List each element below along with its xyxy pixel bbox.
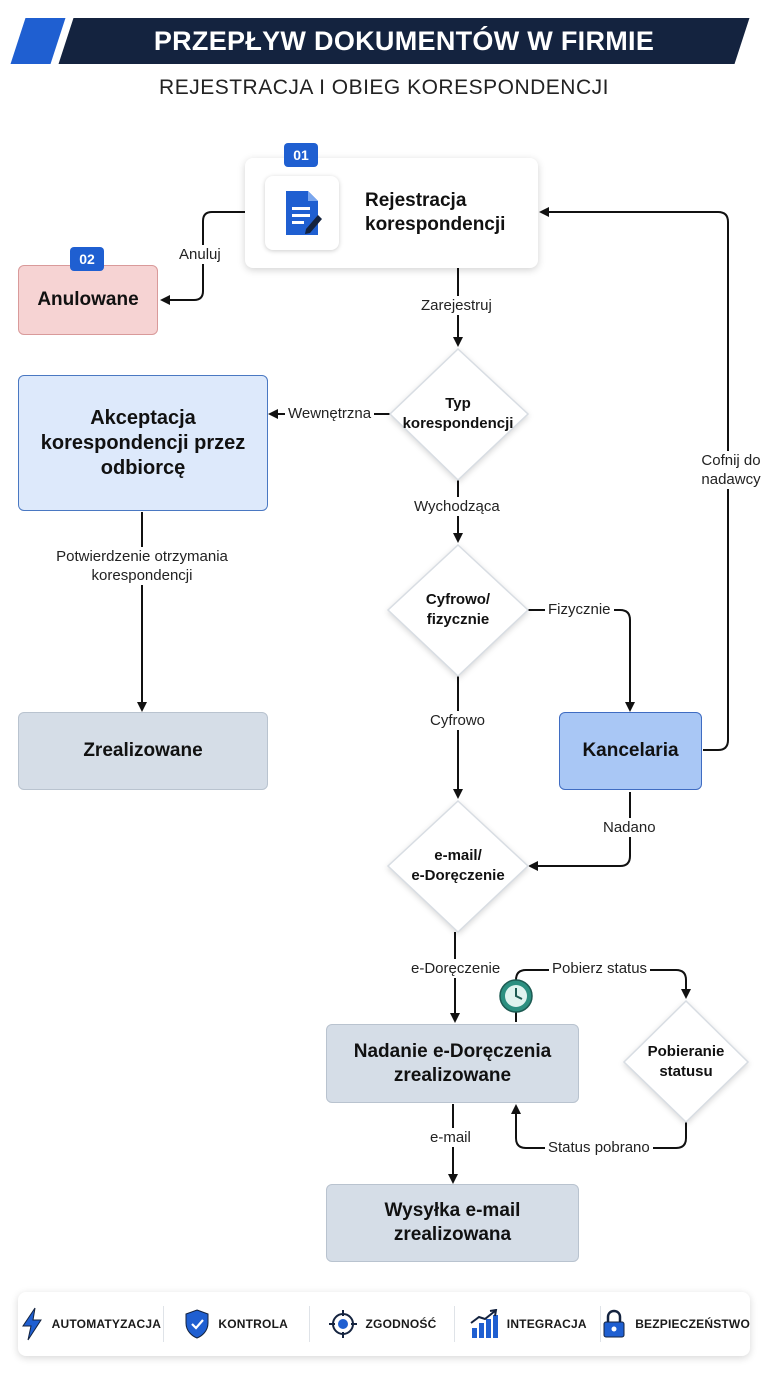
footer-label-integration: INTEGRACJA	[506, 1317, 587, 1331]
badge-01: 01	[284, 143, 318, 167]
edge-label-outgoing: Wychodząca	[411, 497, 503, 516]
edge-label-get-status: Pobierz status	[549, 959, 651, 978]
badge-02: 02	[70, 247, 104, 271]
diamond-digital-physical	[386, 543, 530, 678]
lightning-icon	[21, 1307, 42, 1341]
footer-item-compliance: ZGODNOŚĆ	[310, 1306, 456, 1342]
edge-label-status-fetched: Status pobrano	[545, 1138, 653, 1157]
edge-label-email: e-mail	[427, 1128, 474, 1147]
footer-label-control: KONTROLA	[218, 1317, 288, 1331]
node-digital-physical[interactable]: Cyfrowo/ fizycznie	[425, 591, 491, 628]
node-cancelled[interactable]: Anulowane	[18, 265, 158, 335]
diamond-type	[388, 347, 530, 482]
node-office[interactable]: Kancelaria	[559, 712, 702, 790]
edge-label-internal: Wewnętrzna	[285, 404, 375, 423]
edge-label-physical: Fizycznie	[545, 600, 614, 619]
footer-item-integration: INTEGRACJA	[455, 1306, 602, 1342]
footer-features: AUTOMATYZACJA KONTROLA ZGODNOŚĆ INTEGRAC…	[18, 1292, 750, 1356]
diamond-status	[622, 999, 750, 1124]
node-completed[interactable]: Zrealizowane	[18, 712, 268, 790]
page-subtitle: REJESTRACJA I OBIEG KORESPONDENCJI	[159, 76, 609, 99]
footer-label-automation: AUTOMATYZACJA	[51, 1317, 162, 1331]
node-registration-label: Rejestracja korespondencji	[365, 190, 506, 235]
node-acceptance[interactable]: Akceptacja korespondencji przez odbiorcę	[18, 375, 268, 511]
edge-label-digital: Cyfrowo	[427, 711, 489, 730]
edge-sent	[528, 792, 631, 871]
edge-label-sent: Nadano	[600, 818, 659, 837]
node-registration[interactable]: Rejestracja korespondencji	[245, 158, 538, 268]
node-status-fetch[interactable]: Pobieranie statusu	[647, 1043, 725, 1080]
target-icon	[328, 1310, 357, 1338]
edge-physical	[528, 609, 635, 712]
page-title: PRZEPŁYW DOKUMENTÓW W FIRMIE	[153, 26, 655, 56]
clock-icon	[499, 979, 533, 1013]
edge-label-register: Zarejestruj	[418, 296, 495, 315]
node-email-done[interactable]: Wysyłka e-mail zrealizowana	[326, 1184, 579, 1262]
shield-check-icon	[185, 1309, 209, 1339]
footer-label-security: BEZPIECZEŃSTWO	[635, 1317, 750, 1331]
edge-label-return: Cofnij do nadawcy	[693, 451, 768, 489]
diamond-email-edelivery	[386, 799, 530, 934]
footer-item-security: BEZPIECZEŃSTWO	[601, 1306, 750, 1342]
edge-label-cancel: Anuluj	[176, 245, 224, 264]
footer-label-compliance: ZGODNOŚĆ	[365, 1317, 437, 1331]
footer-item-automation: AUTOMATYZACJA	[18, 1306, 164, 1342]
chart-growth-icon	[470, 1309, 498, 1338]
footer-item-control: KONTROLA	[164, 1306, 310, 1342]
edge-label-edelivery: e-Doręczenie	[408, 959, 504, 978]
node-email-edelivery[interactable]: e-mail/ e-Doręczenie	[411, 847, 505, 884]
lock-icon	[603, 1309, 625, 1338]
node-type-decision[interactable]: Typ korespondencji	[402, 395, 514, 432]
node-edelivery-done[interactable]: Nadanie e-Doręczenia zrealizowane	[326, 1024, 579, 1103]
document-edit-icon	[265, 176, 339, 250]
edge-label-confirm: Potwierdzenie otrzymania korespondencji	[50, 547, 234, 585]
